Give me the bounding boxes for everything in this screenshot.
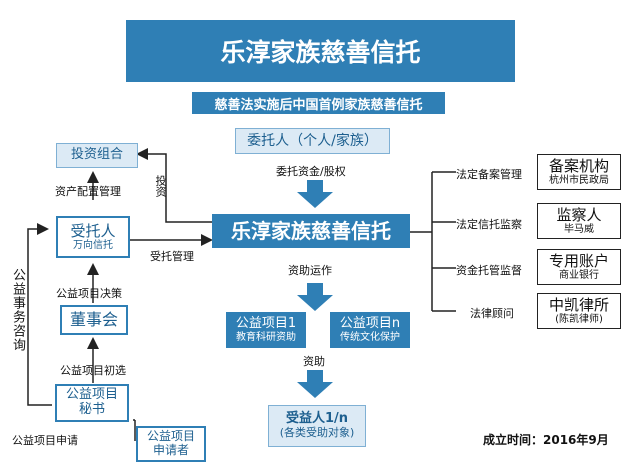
- established-date: 成立时间：2016年9月: [483, 433, 609, 447]
- filing-agency-name: 备案机构: [548, 156, 609, 175]
- project-n-name: 公益项目n: [339, 315, 401, 331]
- right-label-legal: 法律顾问: [470, 307, 514, 320]
- portfolio-box: 投资组合: [56, 143, 138, 168]
- center-trust-label: 乐淳家族慈善信托: [231, 218, 391, 243]
- funds-label: 委托资金/股权: [276, 165, 346, 178]
- page-title: 乐淳家族慈善信托: [126, 20, 515, 82]
- board-label: 董事会: [69, 309, 118, 329]
- trustee-name: 受托人: [70, 221, 116, 240]
- filing-agency-box: 备案机构 杭州市民政局: [537, 154, 621, 190]
- flow-arrow-1: [297, 180, 333, 208]
- apply-label: 公益项目申请: [12, 434, 78, 447]
- project-1-sub: 教育科研资助: [236, 331, 296, 343]
- custody-account-box: 专用账户 商业银行: [537, 249, 621, 285]
- operation-label: 资助运作: [288, 264, 332, 277]
- grant-label: 资助: [303, 355, 325, 368]
- applicant-box: 公益项目 申请者: [136, 426, 206, 462]
- trustee-mgmt-label: 受托管理: [150, 250, 194, 263]
- settlor-box: 委托人（个人/家族）: [235, 128, 390, 154]
- right-label-custody: 资金托管监督: [456, 264, 522, 277]
- custody-account-sub: 商业银行: [559, 269, 599, 281]
- subtitle: 慈善法实施后中国首例家族慈善信托: [192, 92, 445, 114]
- board-box: 董事会: [60, 305, 128, 335]
- project-n-sub: 传统文化保护: [340, 331, 400, 343]
- portfolio-label: 投资组合: [70, 147, 123, 163]
- filing-agency-sub: 杭州市民政局: [549, 174, 609, 186]
- project-1-name: 公益项目1: [235, 315, 297, 331]
- right-bracket: [410, 171, 456, 312]
- center-trust-box: 乐淳家族慈善信托: [212, 214, 410, 248]
- supervisor-name: 监察人: [556, 205, 602, 224]
- beneficiary-box: 受益人1/n (各类受助对象): [268, 405, 366, 447]
- right-label-supervision: 法定信托监察: [456, 218, 522, 231]
- trustee-box: 受托人 万向信托: [56, 216, 130, 258]
- project-1-box: 公益项目1 教育科研资助: [226, 312, 306, 348]
- preselect-label: 公益项目初选: [60, 364, 126, 377]
- asset-mgmt-label: 资产配置管理: [55, 185, 121, 198]
- flow-arrow-3: [297, 370, 333, 398]
- consult-label: 公益事务咨询: [8, 268, 27, 352]
- decision-label: 公益项目决策: [56, 287, 122, 300]
- applicant-line2: 申请者: [152, 443, 189, 457]
- applicant-line1: 公益项目: [146, 429, 195, 444]
- invest-label: 投资: [154, 175, 167, 197]
- secretary-line1: 公益项目: [65, 387, 118, 403]
- right-label-filing: 法定备案管理: [456, 168, 522, 181]
- project-n-box: 公益项目n 传统文化保护: [330, 312, 410, 348]
- custody-account-name: 专用账户: [548, 251, 609, 270]
- beneficiary-name: 受益人1/n: [285, 411, 349, 427]
- trustee-sub: 万向信托: [73, 239, 113, 251]
- settlor-label: 委托人（个人/家族）: [247, 132, 378, 149]
- beneficiary-sub: (各类受助对象): [279, 426, 355, 440]
- secretary-box: 公益项目 秘书: [55, 384, 129, 422]
- law-firm-box: 中凯律所 (陈凯律师): [537, 293, 621, 329]
- law-firm-name: 中凯律所: [548, 295, 609, 314]
- supervisor-sub: 毕马威: [564, 223, 594, 235]
- law-firm-sub: (陈凯律师): [555, 313, 603, 325]
- flow-arrow-2: [297, 283, 333, 311]
- secretary-line2: 秘书: [78, 402, 105, 417]
- supervisor-box: 监察人 毕马威: [537, 203, 621, 239]
